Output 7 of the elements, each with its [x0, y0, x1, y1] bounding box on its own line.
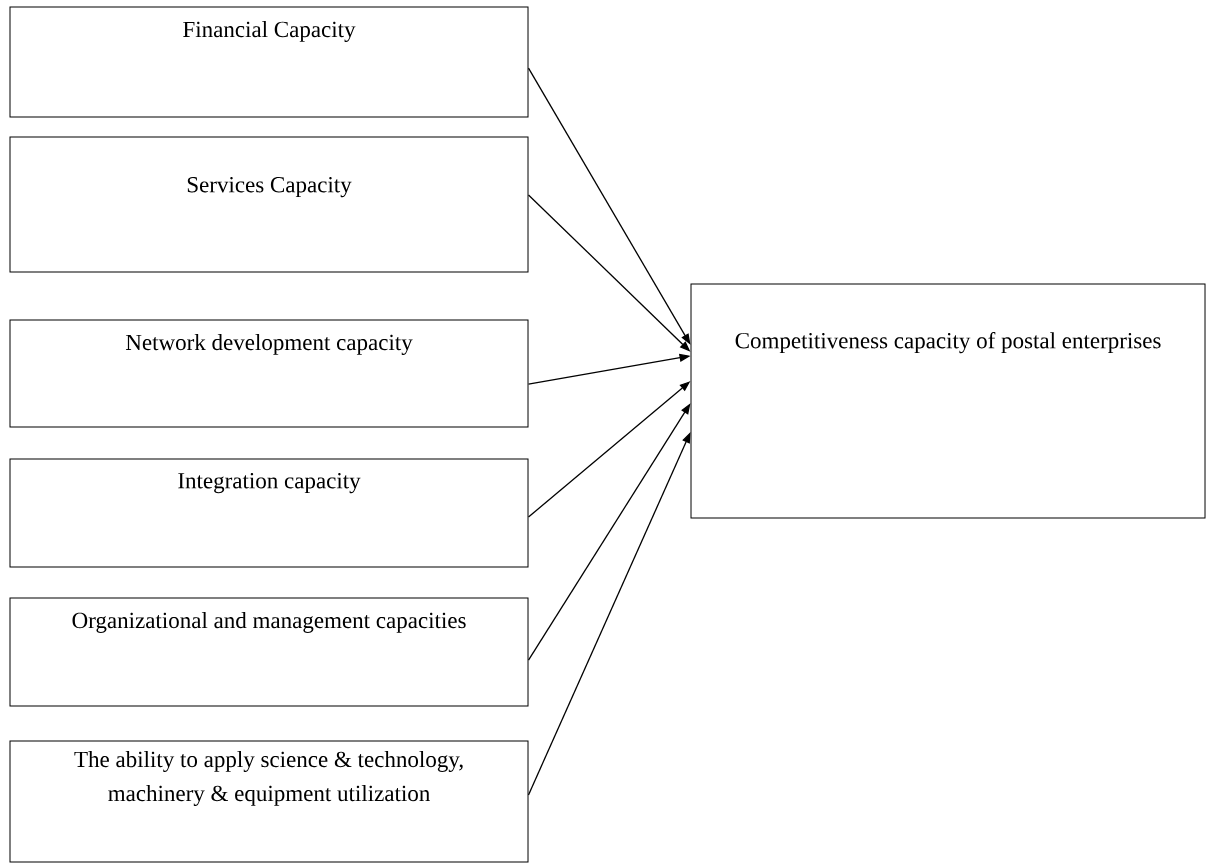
- process-box: Integration capacity: [9, 458, 529, 568]
- process-box: Competitiveness capacity of postal enterprises: [690, 283, 1206, 519]
- process-box: Organizational and management capacities: [9, 597, 529, 707]
- process-box: Financial Capacity: [9, 6, 529, 118]
- process-box: Network development capacity: [9, 319, 529, 428]
- process-box: The ability to apply science & technology, machinery & equipment utilization: [9, 740, 529, 863]
- process-box: Services Capacity: [9, 136, 529, 273]
